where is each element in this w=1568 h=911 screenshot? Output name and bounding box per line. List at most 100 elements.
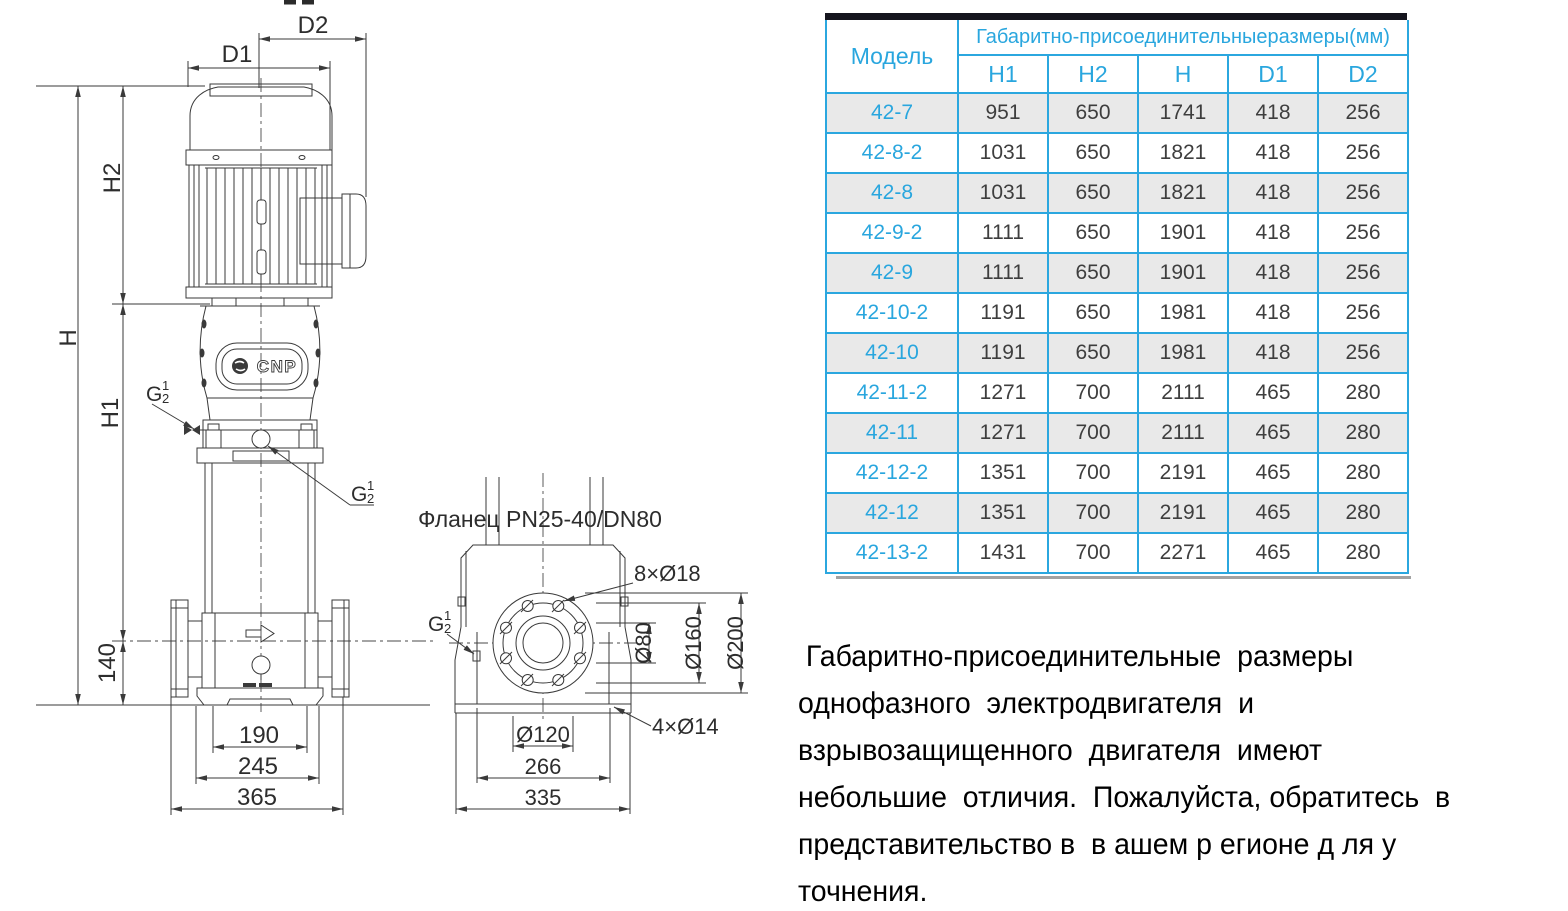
dim-label-d2: D2: [298, 12, 329, 39]
model-cell: 42-8: [825, 172, 959, 214]
d2-cell: 256: [1317, 172, 1409, 214]
d2-cell: 280: [1317, 532, 1409, 574]
discharge-flange: [331, 599, 350, 698]
d2-cell: 256: [1317, 92, 1409, 134]
d1-cell: 418: [1227, 132, 1319, 174]
note-line: однофазного электродвигателя и: [798, 687, 1254, 720]
table-row: 42-10-2 1191 650 1981 418 256: [825, 292, 1409, 334]
thread-label-flange: G 1 2: [428, 608, 451, 636]
model-cell: 42-10: [825, 332, 959, 374]
note-line: представительство в в ашем р егионе д ля…: [798, 828, 1397, 861]
thread-label-left: G 1 2: [146, 378, 169, 406]
svg-text:1: 1: [367, 478, 374, 493]
d2-cell: 280: [1317, 372, 1409, 414]
h-cell: 1741: [1137, 92, 1229, 134]
table-row: 42-8-2 1031 650 1821 418 256: [825, 132, 1409, 174]
h-cell: 1901: [1137, 252, 1229, 294]
model-cell: 42-10-2: [825, 292, 959, 334]
table-row: 42-7 951 650 1741 418 256: [825, 92, 1409, 134]
head-plug: [251, 429, 271, 449]
dim-label-365: 365: [237, 784, 277, 811]
note-line: Габаритно-присоединительные размеры: [798, 640, 1354, 673]
h2-cell: 700: [1047, 492, 1139, 534]
h2-cell: 700: [1047, 532, 1139, 574]
h2-cell: 700: [1047, 412, 1139, 454]
h2-cell: 650: [1047, 292, 1139, 334]
table-top-border: [825, 13, 1407, 20]
h-cell: 2111: [1137, 412, 1229, 454]
dim-label-140: 140: [94, 643, 121, 683]
d1-cell: 465: [1227, 412, 1319, 454]
dim-label-d120: Ø120: [516, 722, 570, 747]
note-line: точнения.: [798, 875, 928, 908]
model-cell: 42-8-2: [825, 132, 959, 174]
motor-outline: [185, 83, 333, 307]
h1-cell: 1031: [957, 132, 1049, 174]
h-cell: 2191: [1137, 492, 1229, 534]
dim-label-base-holes: 4×Ø14: [652, 714, 719, 739]
h2-cell: 650: [1047, 252, 1139, 294]
pump-column: [204, 462, 316, 614]
h1-cell: 1351: [957, 452, 1049, 494]
h1-cell: 1271: [957, 372, 1049, 414]
h-cell: 2191: [1137, 452, 1229, 494]
h-cell: 1981: [1137, 292, 1229, 334]
h-cell: 1981: [1137, 332, 1229, 374]
h-cell: 2111: [1137, 372, 1229, 414]
d2-cell: 256: [1317, 252, 1409, 294]
h1-cell: 1031: [957, 172, 1049, 214]
h1-cell: 951: [957, 92, 1049, 134]
model-cell: 42-13-2: [825, 532, 959, 574]
column-header-d1: D1: [1227, 54, 1319, 94]
h1-cell: 1111: [957, 252, 1049, 294]
d1-cell: 418: [1227, 332, 1319, 374]
h-cell: 1901: [1137, 212, 1229, 254]
group-header: Габаритно-присоединительныеразмеры(мм): [957, 20, 1409, 56]
table-row: 42-11-2 1271 700 2111 465 280: [825, 372, 1409, 414]
h1-cell: 1351: [957, 492, 1049, 534]
table-row: 42-10 1191 650 1981 418 256: [825, 332, 1409, 374]
cnp-logo: CNP: [215, 342, 309, 391]
pump-base: [170, 599, 350, 706]
column-header-h: H: [1137, 54, 1229, 94]
h2-cell: 650: [1047, 92, 1139, 134]
h2-cell: 700: [1047, 452, 1139, 494]
dim-label-d160: Ø160: [681, 616, 706, 670]
model-cell: 42-9-2: [825, 212, 959, 254]
d1-cell: 418: [1227, 212, 1319, 254]
d2-cell: 280: [1317, 452, 1409, 494]
h2-cell: 700: [1047, 372, 1139, 414]
h-cell: 1821: [1137, 132, 1229, 174]
dimension-lines: [75, 36, 366, 812]
table-row: 42-13-2 1431 700 2271 465 280: [825, 532, 1409, 574]
cnp-logo-text: CNP: [257, 357, 297, 376]
table-header-row-columns: H1 H2 H D1 D2: [826, 54, 1409, 94]
dim-label-d200: Ø200: [723, 616, 748, 670]
h2-cell: 650: [1047, 332, 1139, 374]
d2-cell: 256: [1317, 332, 1409, 374]
table-row: 42-12 1351 700 2191 465 280: [825, 492, 1409, 534]
dim-label-d1: D1: [222, 41, 253, 68]
dimensions-table: Модель Габаритно-присоединительныеразмер…: [825, 13, 1411, 579]
dim-label-h: H: [55, 329, 82, 346]
model-cell: 42-12: [825, 492, 959, 534]
pump-head: [196, 397, 324, 464]
table-row: 42-8 1031 650 1821 418 256: [825, 172, 1409, 214]
flange-title: Фланец PN25-40/DN80: [418, 506, 662, 532]
dim-label-245: 245: [238, 753, 278, 780]
table-row: 42-12-2 1351 700 2191 465 280: [825, 452, 1409, 494]
table-bottom-shadow: [836, 576, 1411, 579]
svg-text:G: G: [351, 483, 367, 506]
flange-view: [446, 477, 748, 814]
h1-cell: 1191: [957, 292, 1049, 334]
table-row: 42-11 1271 700 2111 465 280: [825, 412, 1409, 454]
column-header-h2: H2: [1047, 54, 1139, 94]
d1-cell: 465: [1227, 452, 1319, 494]
terminal-box: [299, 193, 367, 269]
d2-cell: 280: [1317, 412, 1409, 454]
dim-label-d80: Ø80: [631, 622, 656, 664]
d1-cell: 465: [1227, 532, 1319, 574]
model-cell: 42-7: [825, 92, 959, 134]
d2-cell: 280: [1317, 492, 1409, 534]
